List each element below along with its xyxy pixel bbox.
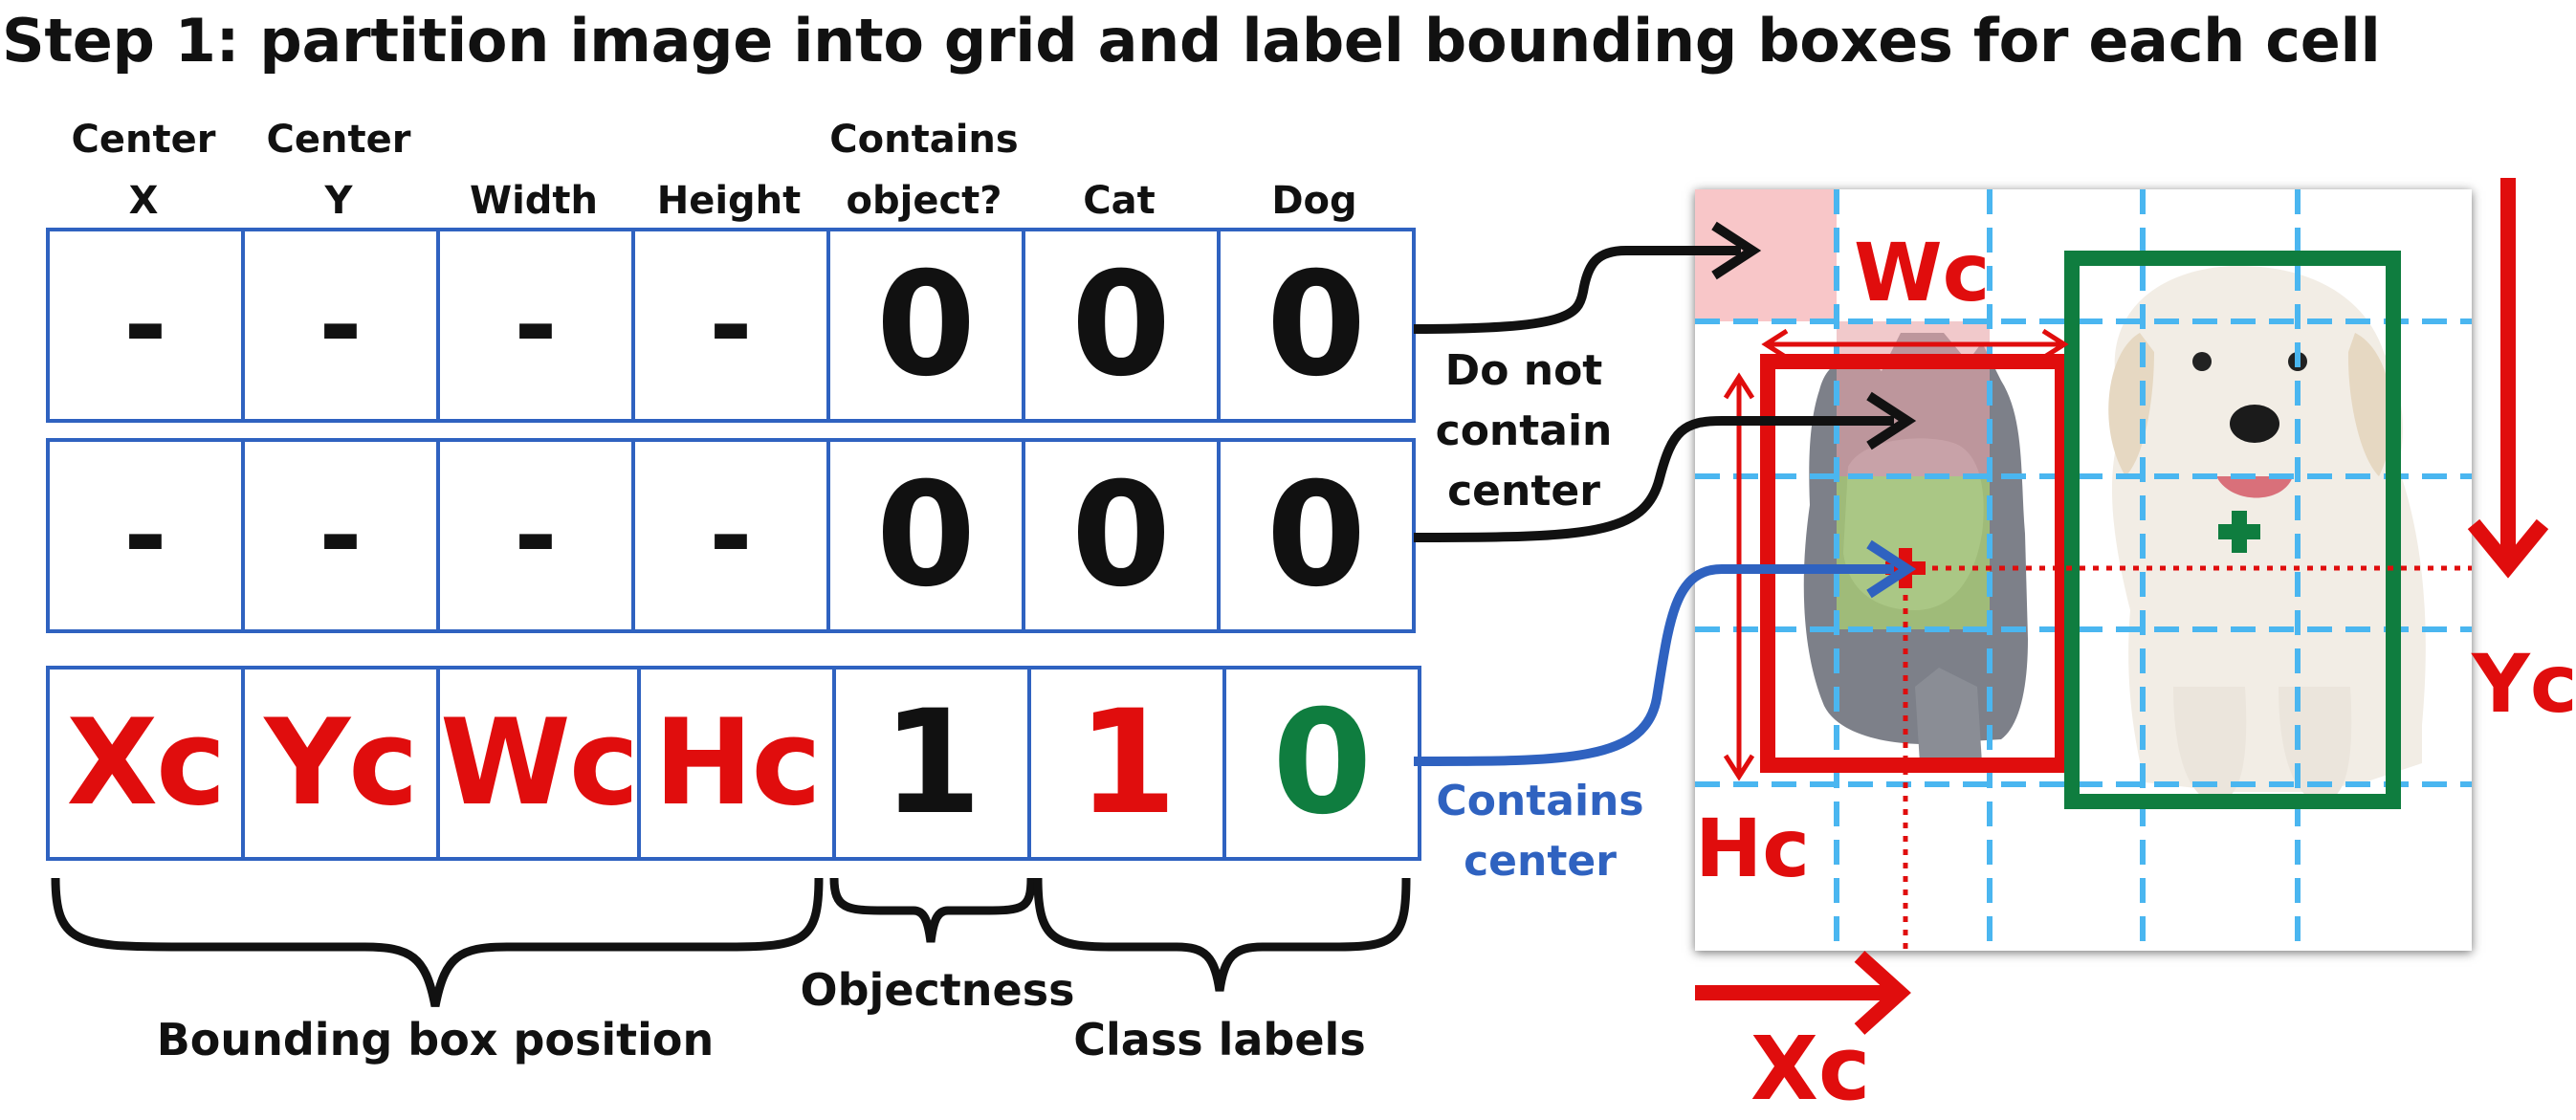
- cell-width: -: [436, 228, 635, 423]
- cat-upper-cell-overlay: [1837, 321, 1990, 476]
- col-header-center-y: Center Y: [241, 109, 436, 231]
- cell-center-y: -: [241, 228, 440, 423]
- col-header-width: Width: [436, 109, 631, 231]
- cell-height: Hc: [637, 666, 837, 861]
- col-header-line: Y: [324, 179, 353, 223]
- cell-dog: 0: [1222, 666, 1422, 861]
- no-center-note-line: Do not: [1444, 346, 1603, 395]
- col-header-line: object?: [846, 179, 1002, 223]
- cell-objectness: 0: [826, 438, 1025, 633]
- no-center-note-line: contain: [1435, 406, 1613, 455]
- yc-axis-arrow: [2467, 178, 2549, 579]
- col-header-line: Center: [266, 118, 411, 162]
- cell-cat: 1: [1027, 666, 1227, 861]
- cell-objectness: 0: [826, 228, 1025, 423]
- cell-center-x: -: [46, 228, 245, 423]
- cat-center-cell-overlay: [1837, 476, 1990, 629]
- objectness-group-label: Objectness: [800, 964, 1075, 1016]
- has-center-note: Contains center: [1406, 771, 1674, 891]
- cell-dog: 0: [1217, 228, 1416, 423]
- cell-center-x: -: [46, 438, 245, 633]
- no-center-note-line: center: [1447, 467, 1600, 516]
- cell-dog: 0: [1217, 438, 1416, 633]
- cell-width: Wc: [435, 666, 642, 861]
- cell-center-y: -: [241, 438, 440, 633]
- col-header-center-x: Center X: [46, 109, 241, 231]
- label-vector-row-3: Xc Yc Wc Hc 1 1 0: [46, 666, 1422, 861]
- class-group-label: Class labels: [1073, 1014, 1366, 1065]
- yc-label: Yc: [2472, 637, 2576, 731]
- arrow-row1-head: [1711, 221, 1762, 280]
- label-vector-row-1: - - - - 0 0 0: [46, 228, 1416, 423]
- no-center-note: Do not contain center: [1404, 340, 1643, 521]
- objectness-brace: [829, 877, 1036, 943]
- col-header-line: Width: [469, 179, 599, 223]
- diagram-title: Step 1: partition image into grid and la…: [2, 6, 2381, 76]
- cell-cat: 0: [1022, 438, 1221, 633]
- class-brace: [1033, 877, 1411, 992]
- wc-label: Wc: [1854, 226, 1991, 319]
- col-header-line: Cat: [1083, 179, 1156, 223]
- cell-cat: 0: [1022, 228, 1221, 423]
- col-header-height: Height: [631, 109, 826, 231]
- arrow-row1-to-image: [1413, 246, 1741, 334]
- grid-lines: [1695, 189, 2472, 951]
- arrow-row3-to-image: [1413, 564, 1894, 766]
- col-header-line: Dog: [1271, 179, 1357, 223]
- col-header-cat: Cat: [1022, 109, 1217, 231]
- bbox-group-label: Bounding box position: [156, 1014, 715, 1065]
- grid-image-svg: [1695, 189, 2472, 951]
- arrow-row2-to-image: [1413, 416, 1894, 542]
- bbox-brace: [51, 877, 824, 1007]
- cat-bounding-box: [1760, 354, 2070, 773]
- has-center-note-line: center: [1464, 837, 1617, 886]
- cell-height: -: [631, 228, 830, 423]
- has-center-note-line: Contains: [1436, 777, 1644, 825]
- hc-label: Hc: [1695, 802, 1811, 895]
- wc-dimension-arrow: [1761, 328, 2069, 361]
- xc-label: Xc: [1750, 1018, 1871, 1120]
- cell-height: -: [631, 438, 830, 633]
- col-header-line: Contains: [829, 118, 1019, 162]
- col-header-dog: Dog: [1217, 109, 1412, 231]
- cell-width: -: [436, 438, 635, 633]
- arrow-row3-head: [1866, 539, 1917, 599]
- col-header-contains-object: Contains object?: [826, 109, 1022, 231]
- dog-bounding-box: [2064, 251, 2401, 809]
- cell-center-x: Xc: [46, 666, 245, 861]
- col-header-line: Height: [656, 179, 802, 223]
- col-header-line: Center: [71, 118, 216, 162]
- label-vector-row-2: - - - - 0 0 0: [46, 438, 1416, 633]
- hc-dimension-arrow: [1723, 372, 1755, 781]
- xc-axis-arrow: [1695, 951, 1911, 1035]
- dog-center-marker: [2218, 511, 2260, 553]
- cell-center-y: Yc: [241, 666, 440, 861]
- arrow-row2-head: [1866, 391, 1917, 450]
- col-header-line: X: [128, 179, 159, 223]
- cell-objectness: 1: [832, 666, 1032, 861]
